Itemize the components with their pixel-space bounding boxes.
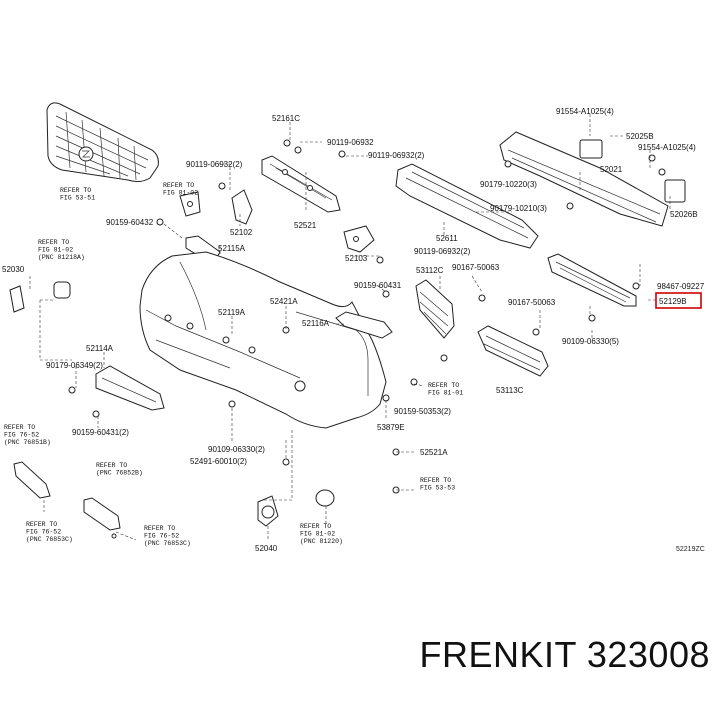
reference-line: (PNC 76851B) <box>4 439 51 446</box>
part-label: 90167-50063 <box>452 263 500 272</box>
part-label: 90179-10210(3) <box>490 204 547 213</box>
part-label: 90119-06932 <box>327 138 374 147</box>
part-label: 90179-06349(2) <box>46 361 103 370</box>
reference-line: REFER TO <box>96 462 127 469</box>
lower-grille-left <box>415 279 455 339</box>
part-label: 90119-06932(2) <box>186 160 243 169</box>
part-number-labels: 52161C 90119-06932 90119-06932(2) 90119-… <box>2 107 705 553</box>
part-label: 52102 <box>230 228 253 237</box>
foglamp-cover-left <box>9 281 71 313</box>
reference-line: FIG 76-52 <box>4 432 39 439</box>
part-label: 90159-60431 <box>354 281 402 290</box>
part-label: 90159-60431(2) <box>72 428 129 437</box>
bumper-cover <box>139 251 387 429</box>
part-label: 52115A <box>218 244 246 253</box>
reference-line: REFER TO <box>428 382 459 389</box>
highlight-frame <box>655 292 702 309</box>
part-label: 52611 <box>436 234 458 243</box>
reference-line: REFER TO <box>4 424 35 431</box>
leader-lines <box>29 114 671 541</box>
part-label: 52119A <box>218 308 246 317</box>
part-label: 90159-60432 <box>106 218 154 227</box>
reference-line: FIG 76-52 <box>144 533 179 540</box>
reference-line: REFER TO <box>163 182 194 189</box>
reference-line: (PNC 76853C) <box>144 540 191 547</box>
reference-line: FIG 81-02 <box>38 247 73 254</box>
part-label: 91554-A1025(4) <box>638 143 696 152</box>
radiator-support-bracket <box>261 139 346 213</box>
part-label: 52129B <box>659 297 687 306</box>
part-label: 90179-10220(3) <box>480 180 537 189</box>
part-label: 52521 <box>294 221 317 230</box>
part-label: 52021 <box>600 165 623 174</box>
part-label: 53879E <box>377 423 405 432</box>
reference-line: REFER TO <box>144 525 175 532</box>
side-bracket-left <box>179 189 253 225</box>
energy-absorber <box>395 163 539 249</box>
part-label: 90109-06330(5) <box>562 337 619 346</box>
reference-line: (PNC 81220) <box>300 538 343 545</box>
reference-line: REFER TO <box>26 521 57 528</box>
lower-reinforcement <box>95 365 165 411</box>
part-label: 52521A <box>420 448 448 457</box>
reference-line: FIG 81-02 <box>163 190 198 197</box>
reference-line: (PNC 76853C) <box>26 536 73 543</box>
lower-grille-right <box>477 325 549 377</box>
part-label: 90109-06330(2) <box>208 445 265 454</box>
part-label: 52491-60010(2) <box>190 457 247 466</box>
reference-line: REFER TO <box>38 239 69 246</box>
reference-line: (PNC 81218A) <box>38 254 85 261</box>
part-label: 52025B <box>626 132 654 141</box>
part-label: 90159-50353(2) <box>394 407 451 416</box>
part-label: 90167-50063 <box>508 298 556 307</box>
part-label: 52040 <box>255 544 278 553</box>
part-label: 52026B <box>670 210 698 219</box>
side-trim-pieces <box>13 461 121 531</box>
reference-line: REFER TO <box>420 477 451 484</box>
brand-caption: FRENKIT 323008 <box>419 634 710 675</box>
reference-line: FIG 76-52 <box>26 529 61 536</box>
bumper-bracket-52129b <box>547 253 637 307</box>
part-label: 91554-A1025(4) <box>556 107 614 116</box>
bumper-retainer <box>335 311 393 339</box>
part-label: 90119-06932(2) <box>414 247 471 256</box>
reference-line: FIG 53-53 <box>420 485 455 492</box>
fog-lamp-assembly <box>257 489 335 527</box>
reference-line: REFER TO <box>300 523 331 530</box>
radiator-grille <box>46 102 159 183</box>
part-label: 52161C <box>272 114 300 123</box>
part-label: 52116A <box>302 319 330 328</box>
fasteners <box>68 182 640 539</box>
part-label: 98467-09227 <box>657 282 705 291</box>
reference-line: REFER TO <box>60 187 91 194</box>
part-label: 52421A <box>270 297 298 306</box>
part-label: 53112C <box>416 266 444 275</box>
side-bracket-right <box>343 225 375 253</box>
reference-line: (PNC 76852B) <box>96 470 143 477</box>
illustration-code: 52219ZC <box>676 546 705 553</box>
reference-line: FIG 81-02 <box>300 531 335 538</box>
part-label: 52114A <box>86 344 114 353</box>
part-label: 90119-06932(2) <box>368 151 425 160</box>
part-label: 52103 <box>345 254 368 263</box>
reference-line: FIG 81-01 <box>428 390 463 397</box>
part-label: 52030 <box>2 265 25 274</box>
reference-line: FIG 53-51 <box>60 195 95 202</box>
part-label: 53113C <box>496 386 524 395</box>
reference-callout: REFER TO(PNC 76852B) <box>96 462 143 477</box>
